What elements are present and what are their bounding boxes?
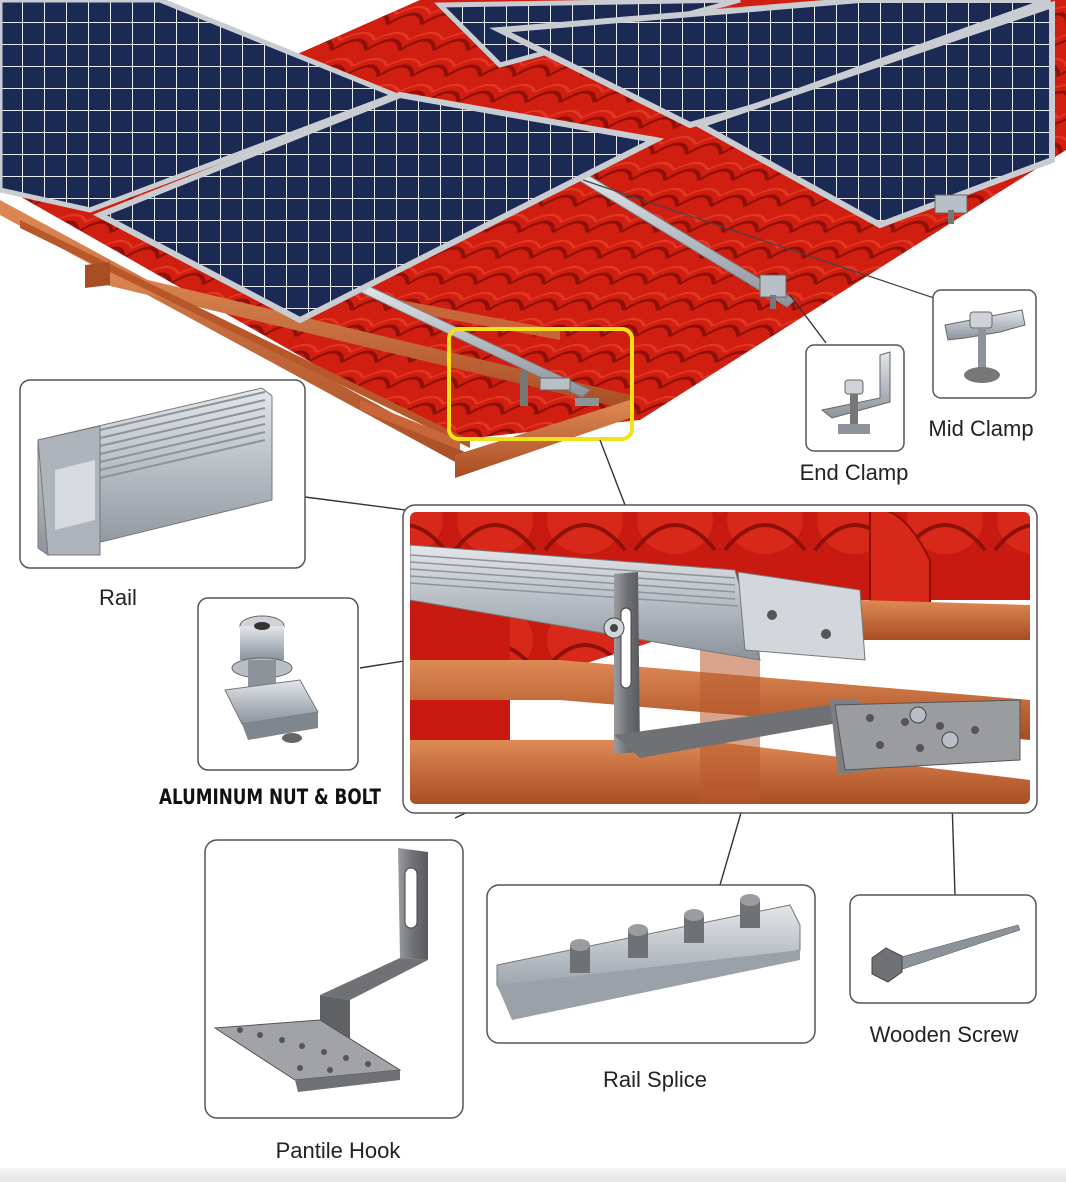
pantile-hook-callout: [204, 839, 464, 1119]
solar-panels: [0, 0, 1055, 324]
end-clamp-on-roof: [759, 274, 787, 309]
zoom-detail-panel: [402, 504, 1038, 814]
rail-splice-label: Rail Splice: [603, 1067, 707, 1092]
nut-bolt-label: ALUMINUM NUT & BOLT: [159, 785, 382, 809]
highlight-box: [447, 327, 634, 441]
wooden-screw-label: Wooden Screw: [870, 1022, 1019, 1047]
end-clamp-label: End Clamp: [800, 460, 909, 485]
solar-panel: [92, 91, 665, 324]
roof-scene: [0, 0, 1066, 478]
rail-callout: [19, 379, 306, 569]
solar-panel: [0, 0, 402, 213]
pantile-hook-label: Pantile Hook: [276, 1138, 402, 1163]
wooden-screw-callout: [849, 894, 1037, 1004]
roof-rails: [351, 171, 941, 398]
solar-panel: [692, 0, 1055, 229]
nut-bolt-callout: [197, 597, 359, 771]
hooks-on-roof: [520, 372, 599, 406]
mid-clamp-label: Mid Clamp: [928, 416, 1033, 441]
mid-clamp-on-roof: [934, 194, 968, 224]
rail-label: Rail: [99, 585, 137, 610]
mid-clamp-callout: [932, 289, 1037, 399]
rail-splice-callout: [486, 884, 816, 1044]
end-clamp-callout: [805, 344, 905, 452]
zoom-rail-splice: [737, 571, 866, 661]
bottom-bar: [0, 1168, 1066, 1182]
